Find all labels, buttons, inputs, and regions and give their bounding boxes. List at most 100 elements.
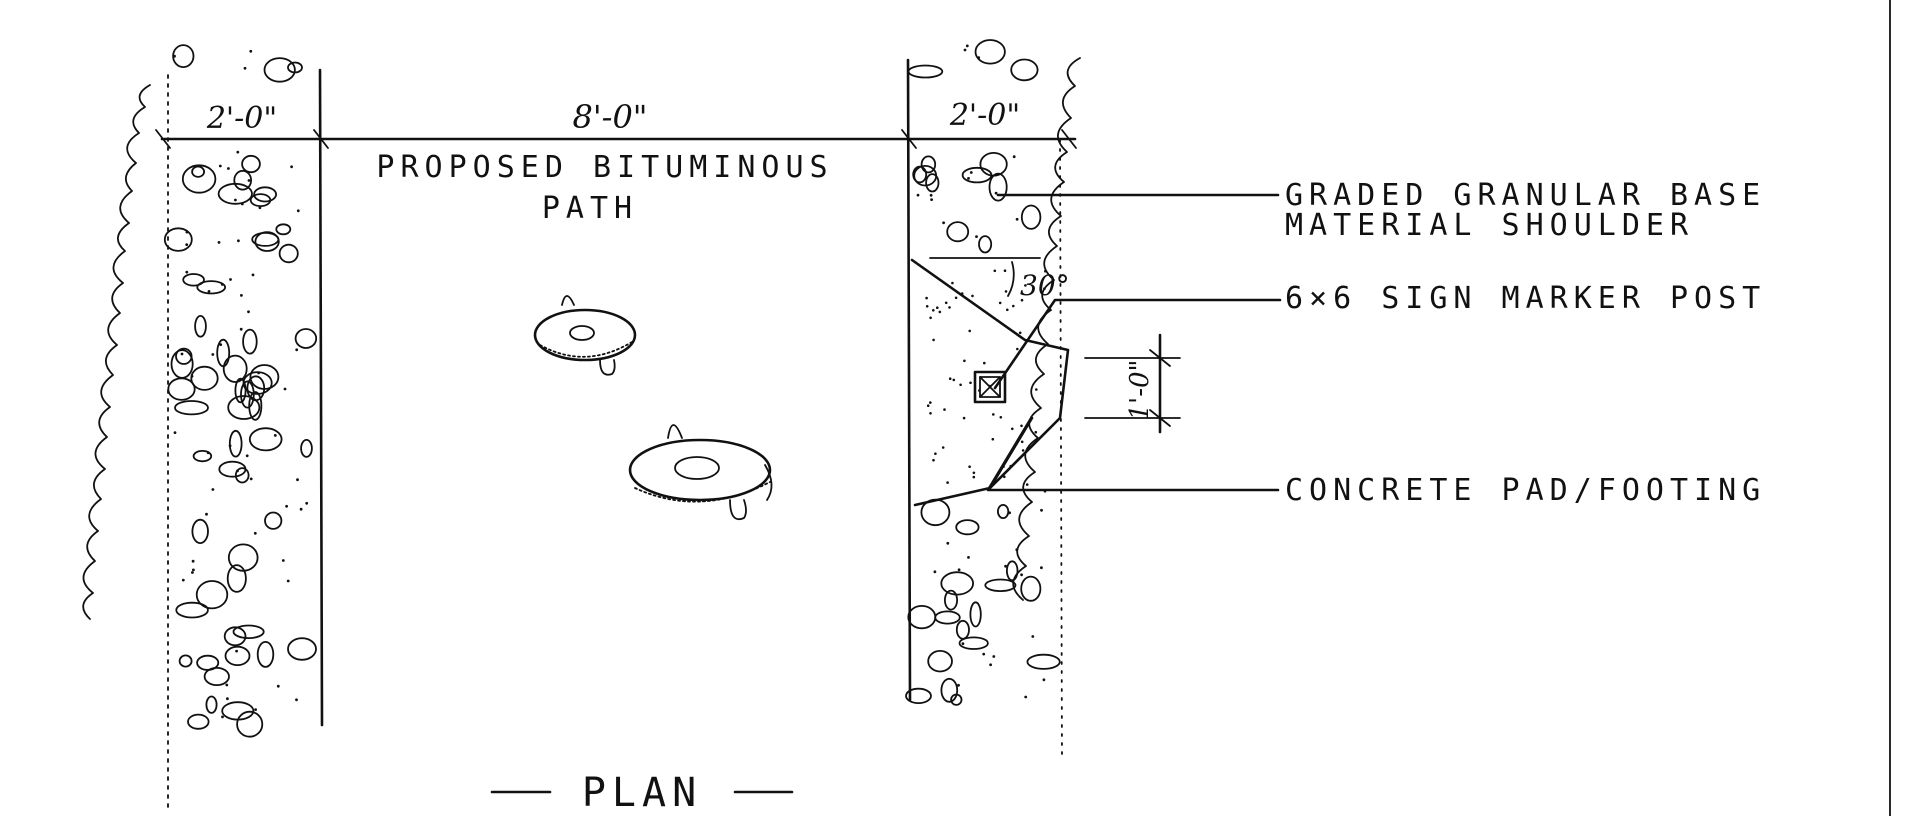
dim-angle: 30° — [1020, 269, 1070, 302]
stipple-dot — [994, 191, 998, 195]
aggregate-stone — [170, 349, 194, 379]
stipple-dot — [191, 571, 194, 574]
concrete-stipple-dot — [1003, 475, 1006, 479]
concrete-stipple-dot — [932, 458, 935, 462]
stipple-dot — [185, 243, 189, 247]
stipple-dot — [211, 488, 215, 491]
aggregate-stone — [227, 395, 261, 420]
stipple-dot — [236, 469, 239, 473]
stipple-dot — [967, 177, 970, 180]
aggregate-stone — [1020, 204, 1042, 230]
stipple-dot — [237, 239, 240, 243]
path-left-edge — [318, 68, 324, 727]
right-shoulder-stones — [905, 39, 1061, 706]
pad-stipple — [925, 269, 1047, 493]
stipple-dot — [191, 559, 195, 563]
concrete-stipple-dot — [1009, 464, 1012, 468]
aggregate-stone — [907, 64, 944, 79]
stipple-dot — [930, 198, 933, 202]
stipple-dot — [225, 683, 229, 687]
concrete-stipple-dot — [991, 437, 995, 441]
aggregate-stone — [278, 243, 299, 264]
stipple-dot — [286, 579, 290, 583]
concrete-stipple-dot — [992, 413, 995, 416]
stipple-dot — [957, 568, 961, 572]
view-title-text: PLAN — [582, 770, 702, 816]
aggregate-stone — [190, 365, 219, 391]
concrete-stipple-dot — [1021, 449, 1025, 452]
left-turf-edge — [82, 84, 151, 620]
concrete-stipple-dot — [998, 301, 1002, 305]
aggregate-stone — [969, 601, 982, 628]
stipple-dot — [290, 165, 293, 169]
stipple-dot — [1031, 635, 1035, 638]
aggregate-stone — [300, 438, 313, 458]
aggregate-stone — [205, 695, 218, 714]
stipple-dot — [257, 371, 260, 375]
stipple-dot — [218, 164, 222, 168]
stipple-dot — [942, 221, 945, 225]
aggregate-stone — [167, 377, 196, 401]
stipple-dot — [247, 179, 251, 182]
concrete-stipple-dot — [934, 452, 937, 456]
stipple-dot — [207, 290, 211, 293]
stipple-dot — [249, 49, 253, 53]
concrete-stipple-dot — [946, 481, 949, 484]
aggregate-stone — [218, 460, 247, 478]
concrete-stipple-dot — [968, 329, 971, 333]
stipple-dot — [181, 578, 185, 582]
aggregate-stone — [223, 626, 247, 647]
stipple-dot — [967, 556, 970, 559]
concrete-stipple-dot — [954, 296, 958, 300]
left-shoulder — [82, 44, 324, 811]
concrete-pad: 30° — [910, 257, 1070, 507]
callout-pad: CONCRETE PAD/FOOTING — [1285, 473, 1766, 508]
concrete-stipple-dot — [1004, 290, 1008, 293]
aggregate-stone — [958, 636, 989, 650]
stipple-dot — [296, 478, 299, 482]
concrete-stipple-dot — [932, 338, 935, 342]
stipple-dot — [235, 649, 239, 653]
aggregate-stone — [961, 166, 993, 184]
stipple-dot — [295, 348, 299, 352]
stipple-dot — [243, 66, 247, 70]
concrete-stipple-dot — [1035, 388, 1038, 391]
aggregate-stone — [175, 601, 209, 619]
dimension-string: 2'-0" 8'-0" 2'-0" — [155, 98, 1077, 149]
dim-path-width: 8'-0" — [572, 98, 647, 136]
right-shoulder-stipple — [1059, 139, 1063, 761]
leader-pad — [986, 418, 1280, 492]
stipple-dot — [933, 570, 937, 574]
stipple-dot — [273, 434, 277, 437]
aggregate-stone — [925, 173, 940, 193]
concrete-stipple-dot — [1034, 430, 1038, 434]
concrete-stipple-dot — [1025, 483, 1029, 486]
stipple-dot — [211, 353, 215, 356]
aggregate-stone — [228, 429, 243, 458]
aggregate-stone — [248, 427, 283, 452]
stipple-dot — [173, 431, 177, 434]
aggregate-stone — [263, 57, 296, 83]
stipple-dot — [916, 193, 920, 197]
stipple-dot — [185, 230, 189, 234]
aggregate-stone — [226, 564, 247, 593]
post-offset-dimension: 1'-0" — [1084, 333, 1181, 434]
concrete-stipple-dot — [944, 301, 948, 305]
aggregate-stone — [249, 364, 280, 390]
stipple-dot — [295, 698, 298, 702]
aggregate-stone — [217, 182, 253, 205]
concrete-stipple-dot — [1011, 427, 1014, 431]
stipple-dot — [228, 444, 232, 448]
concrete-stipple-dot — [925, 296, 928, 300]
stipple-dot — [217, 241, 221, 244]
aggregate-stone — [905, 687, 932, 705]
aggregate-stone — [187, 713, 210, 730]
stipple-dot — [992, 655, 996, 658]
aggregate-stone — [191, 165, 206, 178]
aggregate-stone — [256, 641, 275, 668]
aggregate-stone — [227, 543, 259, 572]
concrete-stipple-dot — [1006, 308, 1009, 312]
stipple-dot — [253, 531, 257, 535]
concrete-stipple-dot — [968, 465, 971, 469]
aggregate-stone — [241, 154, 261, 174]
